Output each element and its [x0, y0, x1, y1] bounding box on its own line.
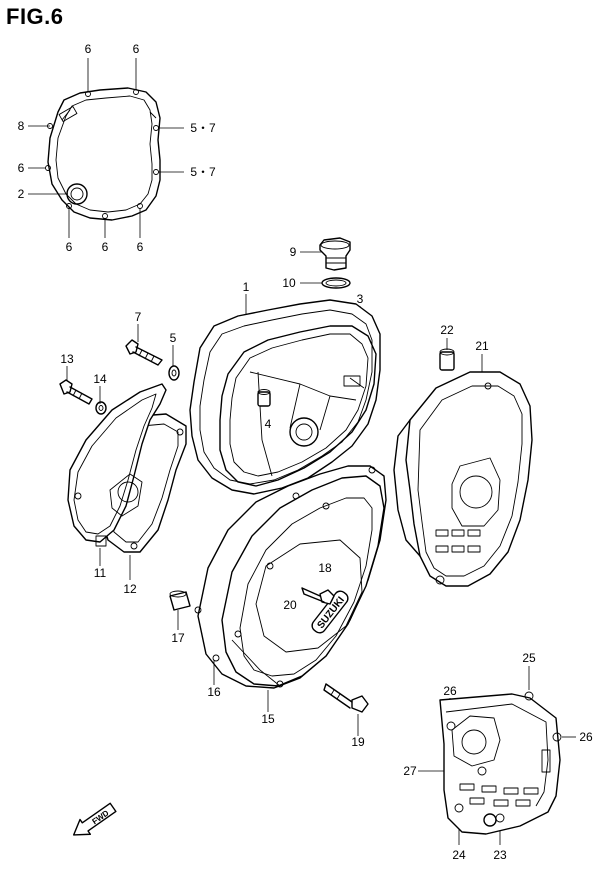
callout-22: 22: [440, 323, 454, 337]
generator-cover-suzuki: SUZUKI: [221, 466, 385, 688]
crankcase-cover-gasket: [219, 325, 377, 487]
callout-23: 23: [493, 848, 507, 862]
bolt-18: [301, 587, 335, 605]
callout-10: 10: [282, 276, 296, 290]
clutch-cover-gasket: [45, 87, 161, 221]
bolt-13: [59, 379, 93, 405]
callout-6: 6: [132, 42, 140, 56]
callout-5-7: 5・7: [190, 121, 216, 135]
callout-9: 9: [289, 245, 297, 259]
generator-cover-housing: [393, 371, 533, 587]
callout-4: 4: [264, 417, 272, 431]
callout-25: 25: [522, 651, 536, 665]
callout-8: 8: [17, 119, 25, 133]
washer-5: [168, 365, 180, 381]
callout-17: 17: [171, 631, 185, 645]
callout-15: 15: [261, 712, 275, 726]
callout-18: 18: [318, 561, 332, 575]
crankcase-cover: [189, 299, 381, 495]
callout-3: 3: [356, 292, 364, 306]
callout-6: 6: [136, 240, 144, 254]
callout-2: 2: [17, 187, 25, 201]
dowel-pin: [257, 389, 271, 407]
callout-20: 20: [283, 598, 297, 612]
callout-7: 7: [134, 310, 142, 324]
left-signal-generator-cover: [67, 383, 167, 547]
callout-26: 26: [443, 684, 457, 698]
callout-27: 27: [403, 764, 417, 778]
callout-6: 6: [101, 240, 109, 254]
callout-5-7: 5・7: [190, 165, 216, 179]
callout-11: 11: [93, 566, 107, 580]
callout-12: 12: [123, 582, 137, 596]
figure-title: FIG.6: [6, 4, 64, 29]
callout-6: 6: [65, 240, 73, 254]
callout-13: 13: [60, 352, 74, 366]
callout-19: 19: [351, 735, 365, 749]
callout-6: 6: [84, 42, 92, 56]
callout-14: 14: [93, 372, 107, 386]
generator-cover-gasket: [194, 465, 387, 689]
chain-guard-plate: [439, 691, 562, 835]
callout-6: 6: [17, 161, 25, 175]
callout-16: 16: [207, 685, 221, 699]
oil-filler-cap: [319, 237, 351, 271]
callout-21: 21: [475, 339, 489, 353]
filler-cap-o-ring: [321, 277, 351, 289]
leader-lines: [28, 58, 576, 845]
callout-24: 24: [452, 848, 466, 862]
dowel-pin-right: [439, 348, 455, 371]
bolt-19: [323, 683, 369, 713]
callout-26: 26: [579, 730, 593, 744]
callout-1: 1: [242, 280, 250, 294]
callout-5: 5: [169, 331, 177, 345]
forward-direction-arrow: FWD: [73, 802, 117, 836]
dowel-bushing-17: [169, 590, 191, 611]
washer-14: [95, 401, 107, 415]
bolt-7: [125, 339, 163, 366]
